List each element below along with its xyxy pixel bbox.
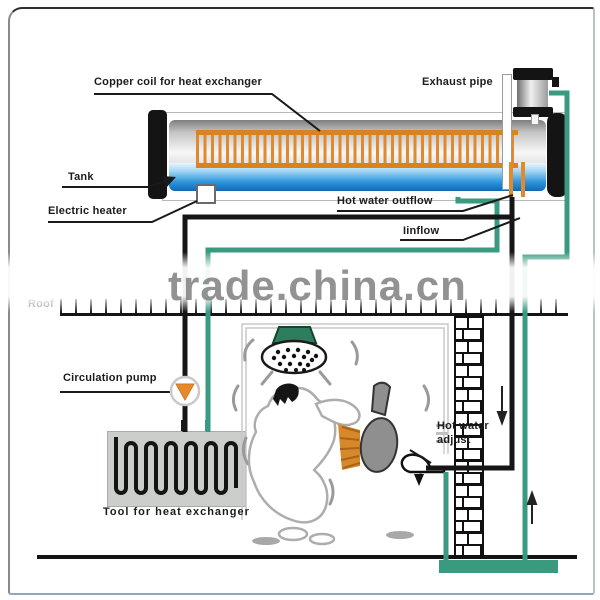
ground-line <box>37 555 577 559</box>
showering-person <box>247 383 414 546</box>
shower-stall-frame <box>241 323 449 520</box>
coil-outlet-stub <box>509 162 513 197</box>
hot-water-adjust-label: Hot water adjust <box>437 420 489 446</box>
tank-leader-arrowhead <box>162 176 176 188</box>
assist-tank-stub <box>531 114 539 125</box>
watermark-band <box>0 252 600 312</box>
brick-wall <box>454 315 484 559</box>
watermark-text: trade.china.cn <box>168 262 467 309</box>
assist-tank-bottom-cap <box>513 107 553 117</box>
hair <box>273 383 299 406</box>
hx-serpentine-coil <box>114 437 238 495</box>
assist-tank-nub <box>552 77 559 87</box>
exhaust-pipe-label: Exhaust pipe <box>422 76 493 88</box>
flow-arrow-up <box>526 490 538 524</box>
bath-brush <box>338 381 399 473</box>
tank-right-cap <box>547 113 568 197</box>
leader-lines <box>48 93 521 464</box>
assist-tank-top-cap <box>513 68 553 80</box>
cold-supply-bottom-pipe <box>439 560 558 573</box>
exhaust-pipe-tube <box>502 74 512 190</box>
circulation-pump-label: Circulation pump <box>63 372 157 384</box>
inflow-label: Iinflow <box>403 225 440 237</box>
copper-coil <box>196 130 518 168</box>
tank-label: Tank <box>68 171 94 183</box>
coil-inlet-stub <box>521 162 525 197</box>
circulation-pump <box>169 375 201 407</box>
electric-heater-element <box>196 184 216 204</box>
flow-arrow-down <box>496 386 508 426</box>
copper-coil-label: Copper coil for heat exchanger <box>94 76 262 88</box>
roof-line <box>60 313 568 316</box>
shower-head <box>260 326 328 375</box>
assist-tank-body <box>517 80 548 108</box>
hot-water-outflow-label: Hot water outflow <box>337 195 433 207</box>
tool-heat-exchanger-label: Tool for heat exchanger <box>103 506 250 518</box>
electric-heater-label: Electric heater <box>48 205 127 217</box>
